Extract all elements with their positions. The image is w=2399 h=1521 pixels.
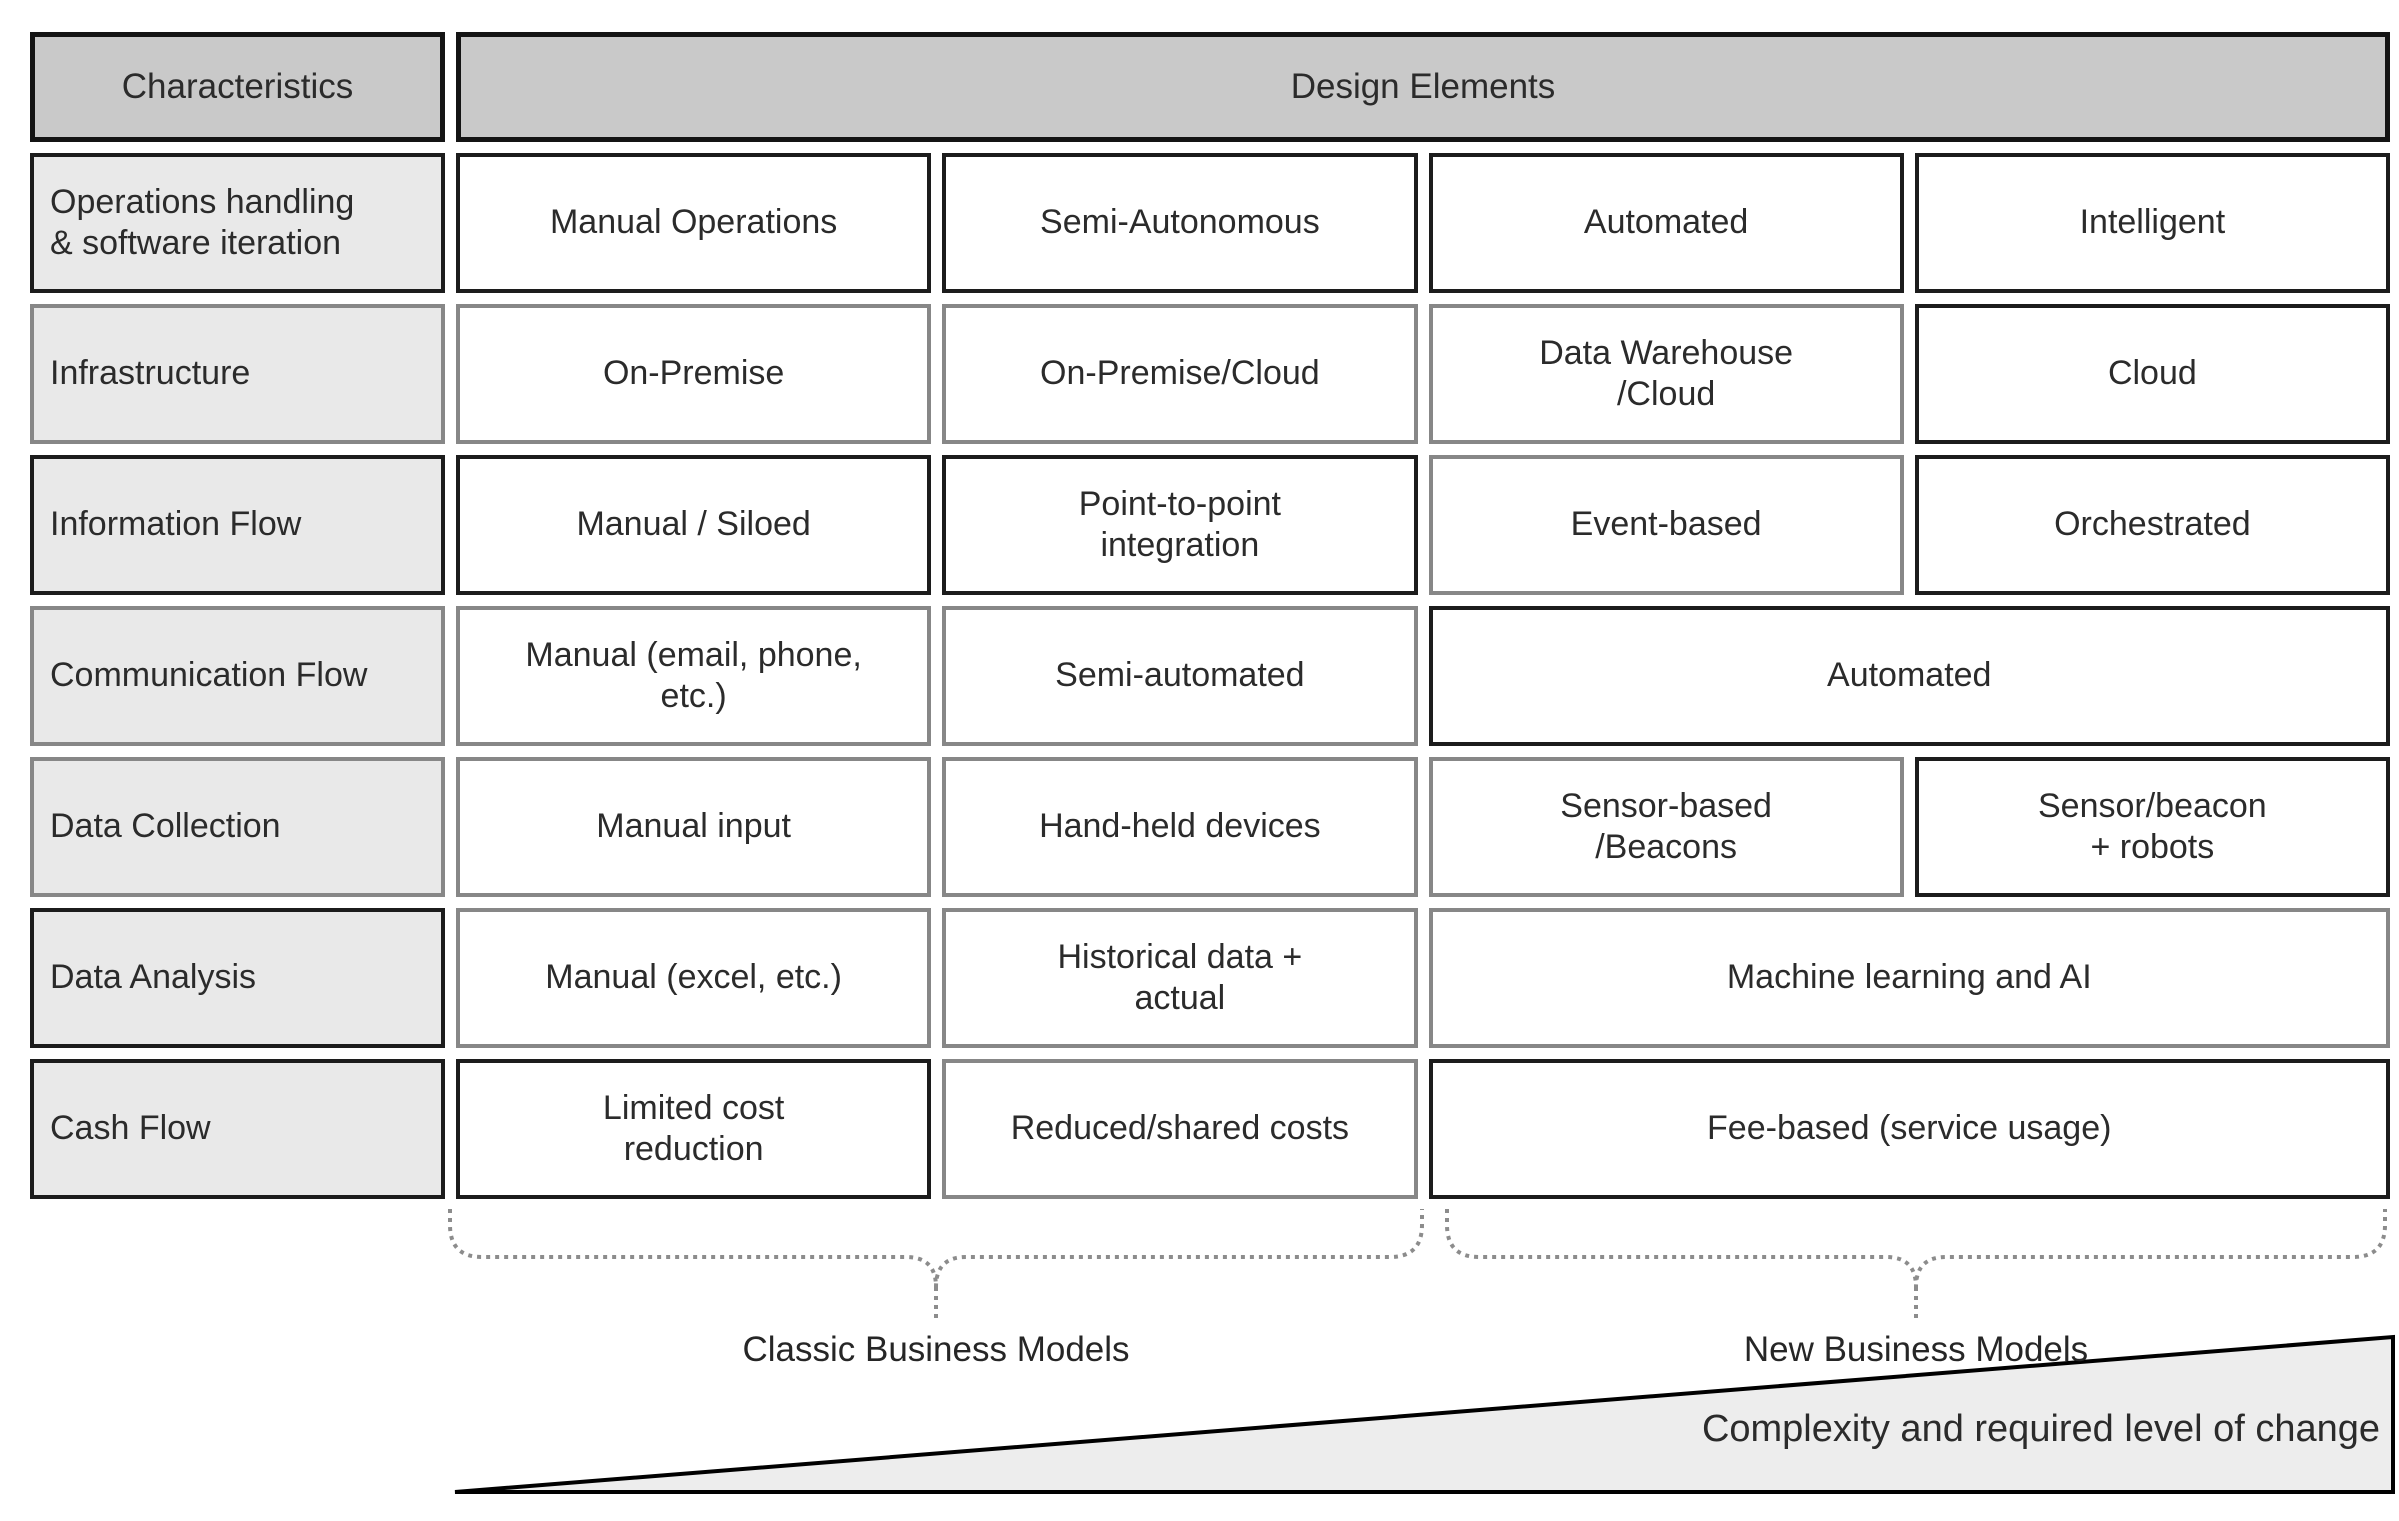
header-design-elements-label: Design Elements <box>1290 66 1556 106</box>
cell-text: On-Premise/Cloud <box>1040 354 1320 393</box>
table-cell: Data Warehouse /Cloud <box>1428 304 1904 444</box>
table-cell: Semi-Autonomous <box>942 153 1418 293</box>
cell-text: Automated <box>1827 656 1992 695</box>
cell-text: Manual / Siloed <box>576 505 811 544</box>
cell-text: Fee-based (service usage) <box>1707 1109 2112 1148</box>
table-cell: Manual / Siloed <box>456 455 932 595</box>
table-cell: Manual input <box>456 757 932 897</box>
table-cell: Event-based <box>1428 455 1904 595</box>
cell-text: Semi-Autonomous <box>1040 203 1320 242</box>
cell-text: Sensor-based /Beacons <box>1560 786 1772 866</box>
table-cell: Historical data + actual <box>942 908 1418 1048</box>
cell-text: Machine learning and AI <box>1726 958 2092 997</box>
classic-business-models-label: Classic Business Models <box>742 1330 1130 1369</box>
row-label-text: Cash Flow <box>50 1109 211 1148</box>
table-cell: Intelligent <box>1914 153 2390 293</box>
cell-text: Manual (excel, etc.) <box>545 958 842 997</box>
cell-text: Semi-automated <box>1055 656 1305 695</box>
row-label-data-collection: Data Collection <box>30 757 445 897</box>
table-cell: Sensor-based /Beacons <box>1428 757 1904 897</box>
cell-text: Point-to-point integration <box>1078 484 1281 564</box>
cell-text: Orchestrated <box>2054 505 2251 544</box>
cell-text: Intelligent <box>2079 203 2226 242</box>
table-cell: Orchestrated <box>1914 455 2390 595</box>
table-cell-merged: Machine learning and AI <box>1428 908 2390 1048</box>
table-cell: Hand-held devices <box>942 757 1418 897</box>
cell-text: Sensor/beacon + robots <box>2038 786 2267 866</box>
cell-text: Manual input <box>596 807 791 846</box>
table-cell: Automated <box>1428 153 1904 293</box>
table-cell: Cloud <box>1914 304 2390 444</box>
table-cell: Reduced/shared costs <box>942 1059 1418 1199</box>
row-label-operations-handling: Operations handling & software iteration <box>30 153 445 293</box>
complexity-arrow-label: Complexity and required level of change <box>1701 1408 2380 1450</box>
row-label-information-flow: Information Flow <box>30 455 445 595</box>
table-cell-merged: Automated <box>1428 606 2390 746</box>
table-cell: Manual Operations <box>456 153 932 293</box>
table-cell: Point-to-point integration <box>942 455 1418 595</box>
new-business-models-label: New Business Models <box>1743 1330 2089 1369</box>
table-cell: Semi-automated <box>942 606 1418 746</box>
cell-text: On-Premise <box>602 354 785 393</box>
cell-text: Hand-held devices <box>1039 807 1321 846</box>
row-label-text: Communication Flow <box>50 656 368 695</box>
row-label-text: Information Flow <box>50 505 302 544</box>
new-brace <box>1445 1209 2387 1323</box>
header-characteristics-label: Characteristics <box>121 66 354 106</box>
row-label-text: Infrastructure <box>50 354 251 393</box>
table-cell: Manual (email, phone, etc.) <box>456 606 932 746</box>
cell-text: Historical data + actual <box>1057 937 1303 1017</box>
cell-text: Manual Operations <box>549 203 838 242</box>
row-label-cash-flow: Cash Flow <box>30 1059 445 1199</box>
header-characteristics: Characteristics <box>30 32 445 142</box>
cell-text: Event-based <box>1570 505 1762 544</box>
annotation-layer <box>448 1209 2395 1494</box>
cell-text: Data Warehouse /Cloud <box>1539 333 1794 413</box>
cell-text: Limited cost reduction <box>602 1088 785 1168</box>
row-label-text: Data Collection <box>50 807 281 846</box>
cell-text: Automated <box>1583 203 1749 242</box>
table-cell: On-Premise/Cloud <box>942 304 1418 444</box>
row-label-text: Data Analysis <box>50 958 256 997</box>
table-cell: On-Premise <box>456 304 932 444</box>
cell-text: Reduced/shared costs <box>1010 1109 1350 1148</box>
table-cell: Sensor/beacon + robots <box>1914 757 2390 897</box>
complexity-triangle <box>454 1334 2395 1494</box>
row-label-data-analysis: Data Analysis <box>30 908 445 1048</box>
cell-text: Manual (email, phone, etc.) <box>525 635 862 715</box>
cell-text: Cloud <box>2107 354 2197 393</box>
header-design-elements: Design Elements <box>456 32 2390 142</box>
row-label-communication-flow: Communication Flow <box>30 606 445 746</box>
classic-brace <box>448 1209 1424 1323</box>
row-label-infrastructure: Infrastructure <box>30 304 445 444</box>
characteristics-design-elements-table: Characteristics Design Elements Operatio… <box>30 32 2390 1199</box>
table-cell: Limited cost reduction <box>456 1059 932 1199</box>
row-label-text: Operations handling & software iteration <box>50 182 355 262</box>
table-cell: Manual (excel, etc.) <box>456 908 932 1048</box>
table-cell-merged: Fee-based (service usage) <box>1428 1059 2390 1199</box>
